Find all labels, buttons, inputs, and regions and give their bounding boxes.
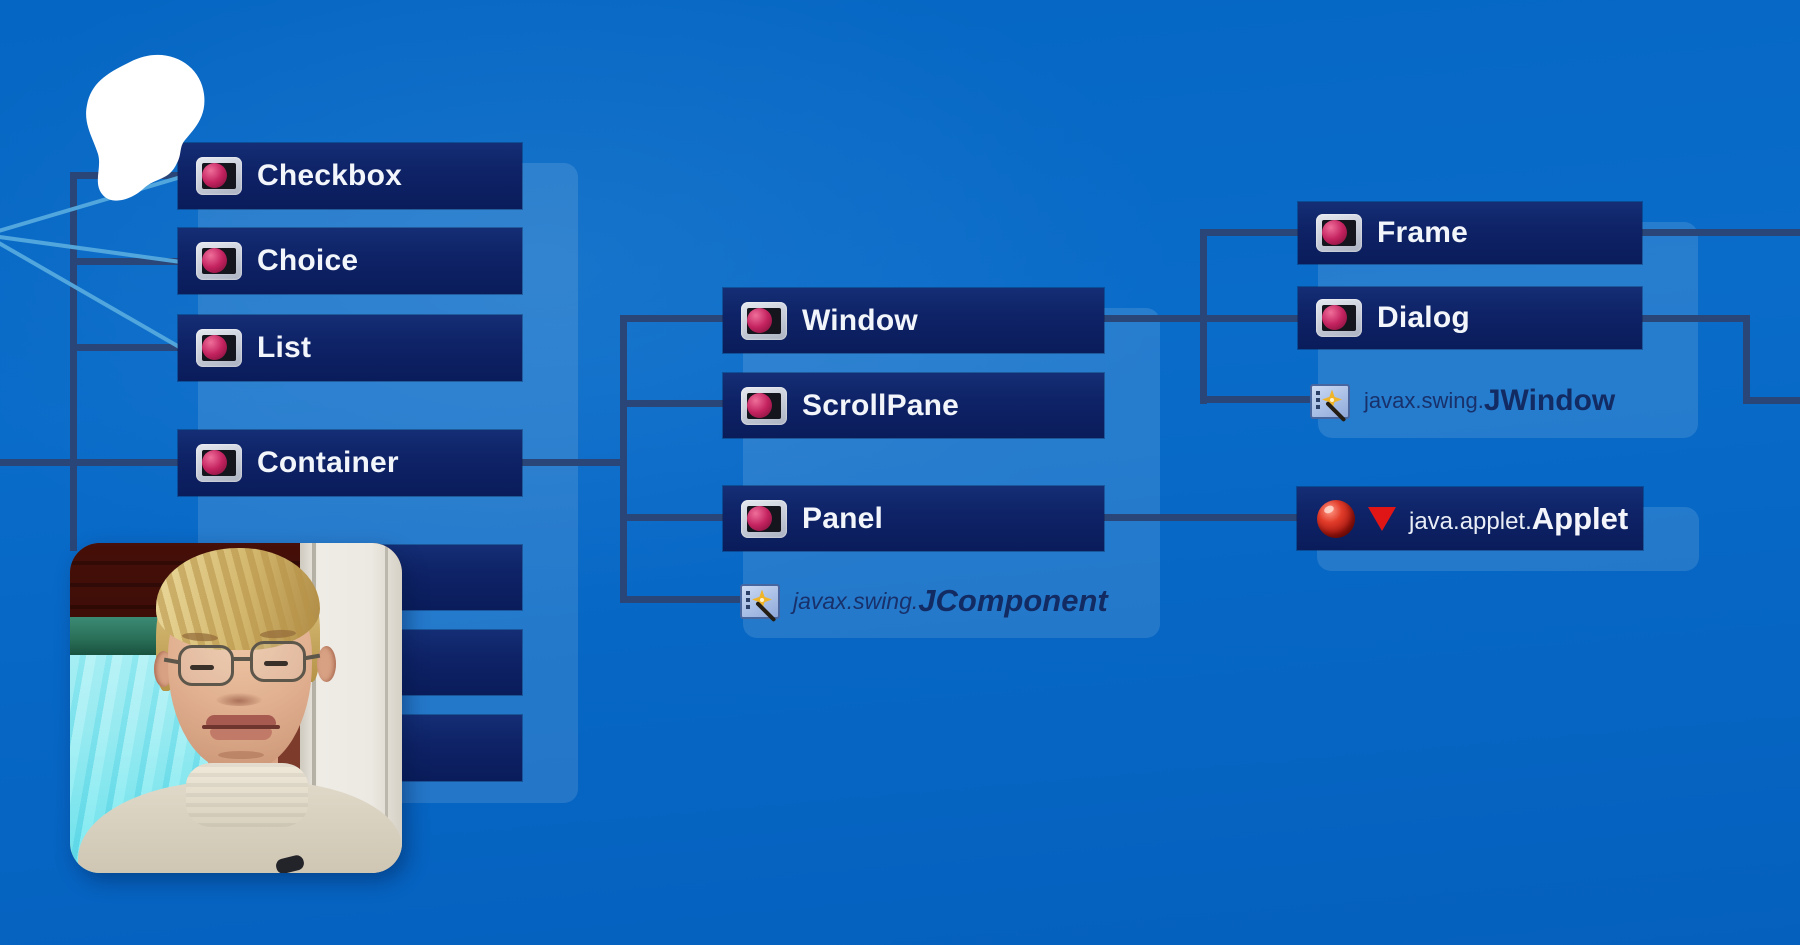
person-eye — [190, 665, 214, 670]
connector-line — [70, 172, 77, 551]
connector-line — [1642, 229, 1800, 236]
node-frame: Frame — [1298, 202, 1642, 264]
person-eye — [264, 661, 288, 666]
connector-line — [620, 315, 725, 322]
component-icon — [196, 444, 242, 482]
glass-panel-middle-column — [743, 308, 1160, 638]
swing-wand-icon — [740, 583, 780, 622]
component-icon — [741, 386, 787, 425]
connector-line — [70, 258, 180, 265]
connector-line — [70, 344, 180, 351]
person-mouth — [206, 715, 276, 726]
person-mouth — [210, 729, 272, 740]
ref-package: javax.swing. — [793, 587, 919, 614]
person-collar — [186, 763, 308, 827]
connector-line — [1743, 397, 1800, 404]
ref-jwindow: javax.swing.JWindow — [1310, 380, 1615, 422]
person-glasses — [250, 641, 306, 682]
connector-line — [620, 400, 725, 407]
glasses-bridge — [232, 657, 252, 661]
connector-line — [620, 315, 627, 603]
node-label: Container — [257, 446, 399, 479]
node-label: Frame — [1377, 216, 1469, 249]
component-icon — [1316, 299, 1362, 337]
node-dialog: Dialog — [1298, 287, 1642, 349]
component-icon — [741, 499, 787, 538]
node-window: Window — [723, 288, 1104, 353]
connector-line — [1642, 315, 1750, 322]
node-checkbox: Checkbox — [178, 143, 522, 209]
node-panel: Panel — [723, 486, 1104, 551]
ref-class: JComponent — [918, 583, 1108, 618]
webcam-photo — [70, 543, 402, 873]
node-label: Choice — [257, 244, 359, 277]
component-icon — [1316, 214, 1362, 252]
component-icon — [196, 242, 242, 280]
connector-line — [1104, 514, 1299, 521]
node-choice: Choice — [178, 228, 522, 294]
ref-jcomponent: javax.swing.JComponent — [740, 578, 1108, 624]
connector-line — [1200, 396, 1314, 403]
connector-line — [0, 459, 180, 466]
person-nose — [216, 693, 262, 706]
ref-class: Applet — [1531, 500, 1629, 536]
node-label: List — [257, 331, 312, 364]
node-container: Container — [178, 430, 522, 496]
connector-line — [1200, 315, 1300, 322]
node-scrollpane: ScrollPane — [723, 373, 1104, 438]
connector-line — [1104, 315, 1207, 322]
person-ear — [317, 646, 336, 682]
person-mouth — [202, 725, 280, 729]
ref-package: javax.swing. — [1364, 388, 1484, 413]
node-label: Panel — [802, 501, 884, 535]
connector-line — [1743, 315, 1750, 404]
node-label: Window — [802, 303, 918, 337]
component-icon — [741, 301, 787, 340]
connector-line — [620, 596, 740, 603]
node-label: Checkbox — [257, 159, 402, 192]
node-applet: java.applet.Applet — [1297, 487, 1643, 550]
node-label: ScrollPane — [802, 388, 960, 422]
red-triangle-icon — [1368, 506, 1396, 531]
ref-package: java.applet. — [1409, 507, 1532, 535]
person-chin-crease — [218, 751, 264, 759]
connector-line — [1200, 229, 1300, 236]
component-icon — [196, 329, 242, 367]
node-label: Dialog — [1377, 301, 1470, 334]
swing-wand-icon — [1310, 383, 1350, 422]
applet-tomato-icon — [1317, 499, 1355, 538]
connector-line — [522, 459, 627, 466]
connector-line — [620, 514, 725, 521]
component-icon — [196, 157, 242, 195]
node-list: List — [178, 315, 522, 381]
ref-class: JWindow — [1483, 384, 1616, 417]
connector-line — [70, 172, 180, 179]
